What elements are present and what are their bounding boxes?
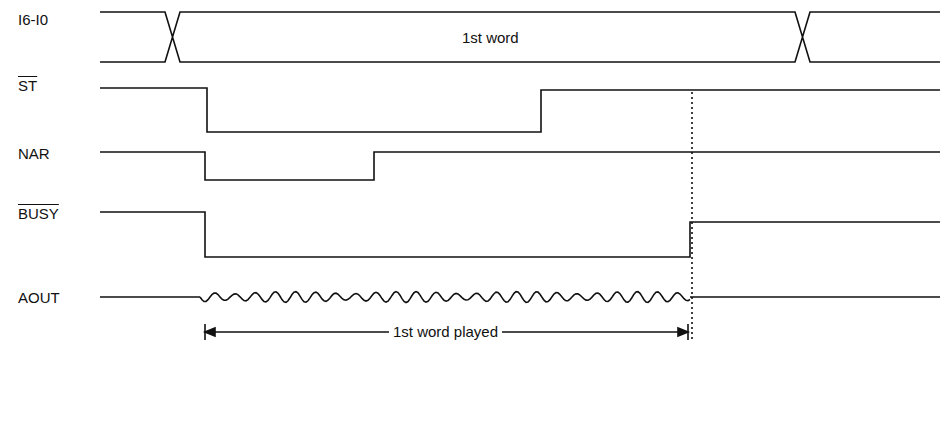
aout-flat <box>100 296 940 298</box>
nar-waveform <box>100 152 940 180</box>
signal-name: NAR <box>18 146 50 161</box>
busy-waveform <box>100 212 940 257</box>
signal-name: BUSY <box>18 206 59 221</box>
signal-name: ST <box>18 78 37 93</box>
st-waveform <box>100 88 940 132</box>
bus-value: 1st word <box>462 30 519 45</box>
duration-arrow <box>205 324 688 340</box>
duration-label: 1st word played <box>389 324 502 339</box>
dotted-marker <box>691 92 693 340</box>
aout-waveform <box>200 292 690 303</box>
signal-name: AOUT <box>18 290 60 305</box>
signal-name: I6-I0 <box>18 12 48 27</box>
bus-waveform <box>100 12 940 62</box>
